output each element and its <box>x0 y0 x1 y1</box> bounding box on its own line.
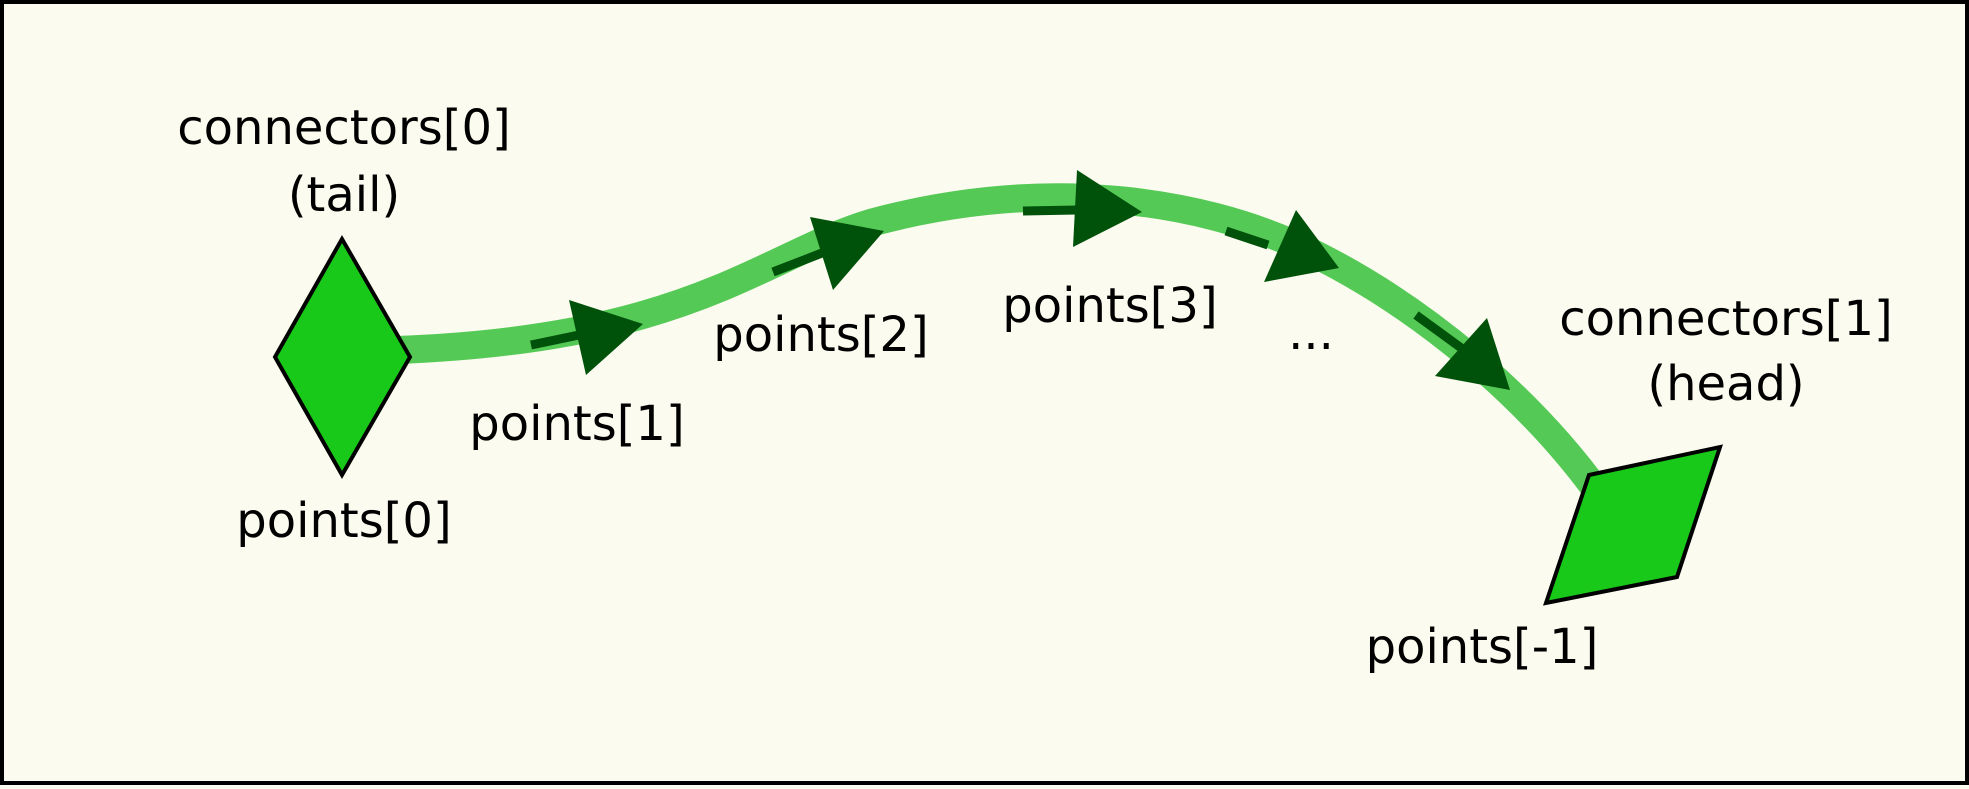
point-1-label: points[1] <box>469 396 684 452</box>
head-connector-shape <box>1543 444 1723 606</box>
head-connector-label: connectors[1] <box>1559 291 1892 347</box>
ellipsis-label: ... <box>1288 305 1334 361</box>
point-3-label: points[3] <box>1002 278 1217 334</box>
tail-role-label: (tail) <box>288 167 400 223</box>
point-0-label: points[0] <box>236 493 451 549</box>
direction-arrow-5 <box>1413 311 1510 390</box>
head-role-label: (head) <box>1647 356 1804 412</box>
connector-path-diagram: connectors[0] (tail) points[0] points[1]… <box>177 100 1892 675</box>
tail-connector-label: connectors[0] <box>177 100 510 156</box>
point-last-label: points[-1] <box>1366 619 1599 675</box>
direction-arrow-4 <box>1224 210 1339 282</box>
direction-arrow-3 <box>1022 170 1142 247</box>
direction-arrow-2 <box>771 217 884 290</box>
tail-connector-shape <box>272 234 413 480</box>
point-2-label: points[2] <box>713 307 928 363</box>
direction-arrow-1 <box>530 300 643 375</box>
